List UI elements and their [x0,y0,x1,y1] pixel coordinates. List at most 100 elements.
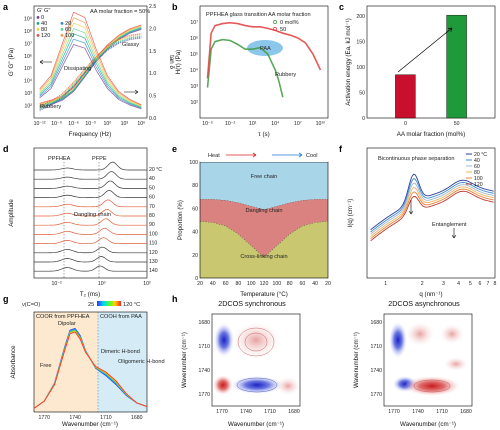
legend-marker-a-6 [36,34,40,37]
scattering-curve-f-0 [370,173,494,231]
title-h-sync: 2DCOS synchronous [218,299,286,308]
x-tick-f: 3 [442,281,445,287]
y-tick-a: 10⁹ [24,16,32,22]
x-tick-h2: 1770 [388,409,400,415]
series-tanxx-0 [39,44,142,110]
label-heat: Heat [208,153,220,159]
curves-g [33,327,148,409]
heat-cool-band [200,148,328,162]
y-axis-label-d: Amplitude [8,199,15,227]
plot-frame-c [366,5,496,119]
legend-label-a-4: 80 [41,27,47,33]
temp-label-d-8: 110 [149,241,157,247]
plot-frame-f [366,147,496,279]
annotation-rubbery-a: Rubbery [40,104,61,110]
y-tick-h2: 1770 [370,392,382,398]
scattering-curve-f-2 [370,182,494,235]
spectrum-d-4 [34,199,147,208]
temperature-colorbar [97,301,121,306]
y-axis-label-g: Absorbance [10,345,17,379]
region-label-e-0: Cross-linking chain [240,254,287,260]
series-Gxx-2 [39,36,142,110]
annotation-aa-fraction: AA molar fraction = 50% [90,9,150,15]
x-tick-b: 10¹ [249,121,257,127]
x-tick-e: 20 [325,281,331,287]
series-Gx-0 [39,29,142,109]
x-tick-d: 10⁰ [98,281,106,287]
legend-marker-a-1 [60,22,64,25]
x-tick-e: 80 [236,281,242,287]
annotation-paa: PAA [260,46,271,52]
area-band-cross-linking-chain [200,221,328,278]
region-cooh [98,312,147,412]
legend-header-b: AA molar fraction [268,12,311,18]
arrow-right-icon [124,89,139,95]
x-tick-h1: 1740 [240,409,252,415]
region-label-e-1: Dangling chain [245,208,282,214]
series-tanxx-2 [39,33,142,108]
temp-label-d-3: 60 [149,195,155,201]
y2-tick-a: 1.5 [149,49,156,55]
x-tick-f: 5 [469,281,472,287]
x-tick-f: 7 [487,281,490,287]
x-tick-b: 10⁻² [225,121,236,127]
y-tick-h1: 1770 [198,392,210,398]
scattering-curve-f-5 [370,190,494,242]
y-axis-label-h2: Wavenumber (cm⁻¹) [353,332,360,388]
heat-arrow-icon [252,152,257,158]
legend-50: 50 [280,27,286,33]
x-tick-h2: 1710 [436,409,448,415]
arrow-down-icon [408,200,414,215]
spectrum-d-7 [34,227,147,235]
x-tick-e: 40 [210,281,216,287]
x-tick-b: 10⁻⁵ [202,121,213,127]
curves-b [206,21,322,98]
y-tick-h2: 1680 [370,320,382,326]
y-tick-a: 10³ [25,91,33,97]
y-axis-label-e: Proportion (%) [177,200,184,240]
series-Gxx-6 [39,33,142,107]
series-tanxx-1 [39,38,142,109]
x-axis-label-f: q (nm⁻¹) [419,291,442,298]
x-tick-c-0: 0 [404,121,407,127]
legend-label-a-3: 60 [65,27,71,33]
x-axis-label-h2: Wavenumber (cm⁻¹) [400,421,456,428]
x-tick-h1: 1710 [264,409,276,415]
contour-4 [413,379,451,393]
panel-e: e Heat Cool Cross-linking chainDangling … [172,144,331,298]
x-tick-h1: 1770 [216,409,228,415]
x-tick-d: 10² [143,281,151,287]
async-peak-left [389,322,407,358]
spectrum-d-10 [34,256,147,263]
annotation-dangling-d: Dangling chain [74,212,111,218]
area-e [199,162,329,278]
x-tick-g: 1740 [69,415,81,421]
temp-label-d-0: 20 °C [149,167,162,173]
x-tick-h2: 1740 [412,409,424,415]
annotation-dipolar: Dipolar [58,321,76,327]
temp-label-d-1: 40 [149,176,155,182]
y2-tick-a: 0.5 [149,94,156,100]
panel-label-h: h [172,294,178,304]
panel-label-a: a [3,2,9,12]
x-tick-a: 10⁻³ [85,121,96,127]
annotation-ppfhea-glass: PPFHEA glass transition [206,12,267,18]
series-tanxx-6 [39,11,142,106]
y-tick-b: 10⁷ [190,20,198,26]
y-tick-a: 10⁵ [24,66,32,72]
legend-marker-a-2 [36,22,40,25]
series-Gxx-5 [39,34,142,108]
x-tick-b: 10¹⁰ [316,121,326,127]
y2-tick-a: 1.0 [149,71,156,77]
x-tick-e: 60 [300,281,306,287]
x-tick-e: 100 [272,281,281,287]
spectrum-d-5 [34,208,147,217]
y-tick-c: 200 [356,14,365,20]
